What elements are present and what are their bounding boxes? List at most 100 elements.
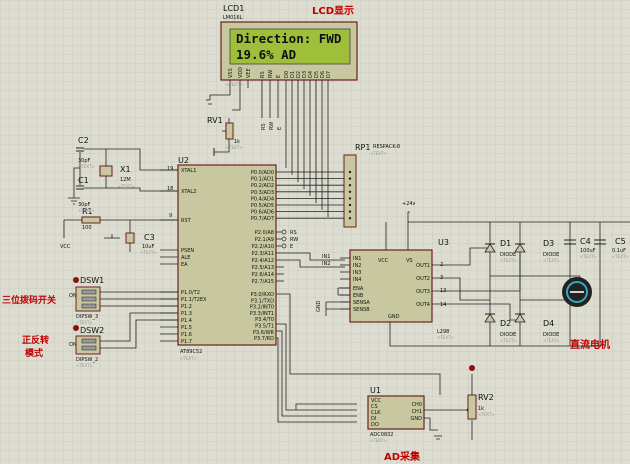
diodes[interactable]: D1 DIODE D3 DIODE D2 DIODE D4 DIODE: [484, 239, 559, 338]
u1-right-pin: CH0: [412, 402, 422, 408]
svg-text:DSW2: DSW2: [80, 326, 104, 335]
u3-wiring: [325, 211, 630, 347]
svg-text:+24v: +24v: [402, 201, 416, 207]
lcd1-pin-label: D0: [284, 71, 290, 78]
dc-motor[interactable]: [562, 277, 592, 307]
svg-text:12M: 12M: [120, 177, 131, 183]
caps-out[interactable]: C4 100uF C5 0.1uF: [564, 237, 626, 254]
svg-text:18: 18: [167, 186, 173, 192]
u2-port3-pin: P3.4/T0: [255, 317, 274, 323]
svg-text:RESPACK-8: RESPACK-8: [373, 144, 400, 150]
rv1[interactable]: RV1 1k: [207, 116, 240, 156]
svg-text:30pF: 30pF: [78, 202, 91, 208]
svg-text:ON: ON: [69, 342, 77, 348]
svg-text:D2: D2: [500, 319, 511, 328]
u2-port0-pin: P0.3/AD3: [251, 190, 274, 196]
svg-text:9: 9: [169, 213, 172, 219]
svg-text:C5: C5: [615, 237, 626, 246]
u2-port0-pin: P0.0/AD0: [251, 170, 274, 176]
u3-right-pin: OUT4: [416, 302, 430, 308]
svg-text:C2: C2: [78, 136, 89, 145]
svg-text:RW: RW: [290, 237, 298, 243]
u2-left-pin: P1.4: [181, 318, 192, 324]
u1-left-pin: DI: [371, 416, 376, 422]
svg-text:30pF: 30pF: [78, 158, 91, 164]
svg-text:14: 14: [440, 302, 446, 308]
u2-left-pin: PSEN: [181, 248, 194, 254]
lcd-ctrl-labels: RS RW E: [261, 122, 283, 130]
u2-mcu[interactable]: U2 AT89C52 XTAL1XTAL2RSTPSENALEEAP1.0/T2…: [160, 156, 284, 355]
svg-text:1k: 1k: [234, 139, 240, 145]
svg-text:100uF: 100uF: [580, 248, 596, 254]
svg-text:<TEXT>: <TEXT>: [612, 254, 629, 259]
u3-left-pin: SENSA: [353, 300, 370, 306]
svg-text:RS: RS: [261, 123, 267, 130]
rp1[interactable]: RP1 RESPACK-8: [343, 143, 400, 228]
svg-text:<TEXT>: <TEXT>: [437, 335, 454, 340]
u2-port3-pin: P3.3/INT1: [250, 311, 274, 317]
lcd1-pin-label: D7: [326, 71, 332, 78]
rv2[interactable]: RV2 1k: [466, 365, 494, 420]
lcd1-pin-label: VDD: [238, 67, 244, 78]
lcd1-pin-label: D1: [290, 71, 296, 78]
lcd1-pin-label: RW: [268, 70, 274, 78]
dsw1[interactable]: DSW1 ON DIPSW_3: [69, 276, 178, 320]
motor-title: 直流电机: [570, 338, 610, 351]
svg-text:<TEXT>: <TEXT>: [543, 258, 560, 263]
dsw2[interactable]: DSW2 ON DIPSW_2: [69, 312, 178, 363]
svg-text:<TEXT>: <TEXT>: [580, 254, 597, 259]
lcd-wiring: [206, 80, 329, 217]
u2-port2-pin: P2.0/A8: [255, 230, 274, 236]
svg-text:C4: C4: [580, 237, 591, 246]
svg-text:RS: RS: [290, 230, 297, 236]
p3-wires: [276, 293, 441, 423]
u2-left-pin: P1.0/T2: [181, 290, 200, 296]
lcd1-pin-label: E: [276, 75, 282, 78]
svg-text:DIODE: DIODE: [500, 332, 516, 338]
dip-title: 三位拨码开关: [2, 294, 56, 306]
svg-text:19: 19: [167, 166, 173, 172]
adc-wiring: [424, 374, 473, 440]
svg-text:C1: C1: [78, 176, 89, 185]
svg-text:U1: U1: [370, 386, 381, 395]
u2-left-pin: XTAL2: [181, 189, 196, 195]
u1-left-pin: VCC: [371, 398, 382, 404]
svg-text:GND: GND: [316, 300, 322, 312]
ad-title: AD采集: [384, 450, 421, 463]
svg-text:D4: D4: [543, 319, 554, 328]
u3-left-pin: ENB: [353, 293, 364, 299]
svg-text:<TEXT>: <TEXT>: [370, 438, 387, 443]
svg-text:IN2: IN2: [322, 261, 330, 267]
u2-left-pin: P1.2: [181, 304, 192, 310]
lcd1-line1: Direction: FWD: [236, 31, 341, 46]
u2-left-pin: EA: [181, 262, 188, 268]
svg-text:RP1: RP1: [355, 143, 370, 152]
lcd-title: LCD显示: [312, 5, 354, 17]
svg-text:VCC: VCC: [378, 258, 389, 264]
u2-port3-pin: P3.0/RXD: [251, 292, 275, 298]
svg-text:100: 100: [82, 225, 92, 231]
svg-text:DIPSW_3: DIPSW_3: [76, 314, 98, 320]
u3-left-pin: IN1: [353, 256, 361, 262]
svg-text:DIODE: DIODE: [543, 252, 559, 258]
svg-text:<TEXT>: <TEXT>: [78, 164, 95, 169]
u1-left-pin: CS: [371, 404, 378, 410]
svg-text:VS: VS: [406, 258, 413, 264]
lcd1-pin-label: VSS: [228, 68, 234, 78]
osc-circuit[interactable]: C2 30pF C1 30pF X1 12M R1 100 C3 10uF VC…: [60, 136, 178, 252]
lcd1-pin-label: D6: [320, 71, 326, 78]
u2-left-pin: RST: [181, 218, 192, 224]
svg-text:U2: U2: [178, 156, 189, 165]
svg-text:E: E: [277, 127, 283, 130]
u2-port0-pin: P0.2/AD2: [251, 183, 274, 189]
svg-text:<TEXT>: <TEXT>: [500, 258, 517, 263]
lcd1-model: LM016L: [223, 15, 243, 21]
svg-text:GND: GND: [388, 314, 400, 320]
u2-left-pin: P1.1/T2EX: [181, 297, 207, 303]
u3-right-pin: OUT1: [416, 263, 430, 269]
svg-text:D3: D3: [543, 239, 554, 248]
